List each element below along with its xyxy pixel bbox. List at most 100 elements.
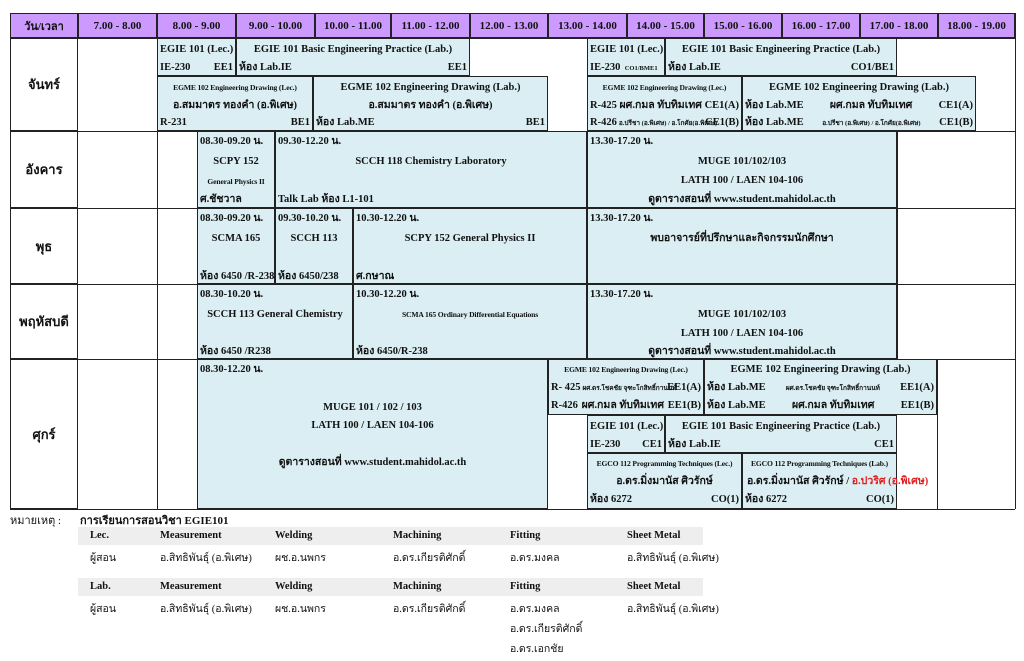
class-block-line: 08.30-09.20 น. [200,211,272,226]
class-text-l: IE-230 [160,62,191,73]
class-text-middle: ดูตารางสอนที่ www.student.mahidol.ac.th [200,455,545,470]
class-text-m: อ.ปรีชา (อ.พิเศษ) / อ.โกศัย(อ.พิเศษ) [618,119,718,127]
class-block-line: EGIE 101 (Lec.) [160,42,233,57]
class-text-l: EGIE 101 (Lec.) [590,44,664,55]
class-text-l: ห้อง 6272 [745,494,787,505]
class-text-middle: EGIE 101 Basic Engineering Practice (Lab… [668,419,894,434]
class-text-l: R-426 [590,117,617,128]
notes-kind: Lec. [90,530,109,541]
class-block-line: EGME 102 Engineering Drawing (Lec.) [160,80,310,95]
notes-teacher: อ.ดร.เกียรติศักดิ์ [393,553,466,564]
class-text-middle: อ.ปรีชา (อ.พิเศษ) / อ.โกศัย(อ.พิเศษ) [617,115,717,131]
class-text-middle: EGCO 112 Programming Techniques (Lec.) [590,456,739,471]
class-text-l: 10.30-12.20 น. [356,213,420,224]
class-text-r: CE1(B) [939,117,973,128]
notes-teacher: อ.ดร.มงคล [510,553,560,564]
class-text-l: ห้อง Lab.IE [668,439,721,450]
class-block-fri-egme-lab: EGME 102 Engineering Drawing (Lab.)ห้อง … [704,359,937,415]
class-block-line: ดูตารางสอนที่ www.student.mahidol.ac.th [590,344,894,359]
class-text-r: CE1(A) [938,100,973,111]
notes-title: การเรียนการสอนวิชา EGIE101 [80,515,229,527]
class-text-l: 10.30-12.20 น. [356,289,420,300]
class-text-c: EGME 102 Engineering Drawing (Lec.) [564,365,688,374]
class-text-c: SCCH 118 Chemistry Laboratory [355,156,507,167]
notes-teacher: อ.สิทธิพันธุ์ (อ.พิเศษ) [627,553,719,564]
class-text-l: IE-230 [590,439,621,450]
class-text-middle: อ.ดร.มิ่งมานัส ศิวรักษ์ / อ.ปวริศ (อ.พิเ… [745,474,928,489]
class-text-middle: อ.สมมาตร ทองคำ (อ.พิเศษ) [160,98,310,113]
class-block-line: EGCO 112 Programming Techniques (Lab.) [745,456,894,471]
class-block-line: พบอาจารย์ที่ปรึกษาและกิจกรรมนักศึกษา [590,231,894,246]
class-text-c: MUGE 101/102/103 [697,156,787,167]
notes-teacher: อ.ดร.เกียรติศักดิ์ [510,624,583,635]
notes-column-header: Sheet Metal [627,530,681,541]
class-text-middle: SCCH 113 General Chemistry [200,307,350,322]
notes-column-header: Measurement [160,581,222,592]
class-block-line: ห้อง 6450/R-238 [356,344,584,359]
class-text-l: 08.30-09.20 น. [200,136,264,147]
class-text-l: 09.30-10.20 น. [278,213,342,224]
class-text-c: EGME 102 Engineering Drawing (Lec.) [602,83,727,92]
class-block-wed-advisor: 13.30-17.20 น. พบอาจารย์ที่ปรึกษาและกิจกร… [587,208,897,284]
header-time-slot: 8.00 - 9.00 [157,13,236,38]
class-block-line: ห้อง 6450/238 [278,269,350,284]
day-label: พฤหัสบดี [10,284,78,359]
class-text-l: R-425 [590,100,617,111]
class-block-line: 13.30-17.20 น. [590,134,894,149]
class-text-middle: EGME 102 Engineering Drawing (Lab.) [745,80,973,95]
class-block-mon-egme-lec: EGME 102 Engineering Drawing (Lec.) อ.สมม… [157,76,313,131]
class-text-l: ห้อง 6450 /R238 [200,346,271,357]
class-block-line: 13.30-17.20 น. [590,211,894,226]
class-text-l: R-426 [551,400,578,411]
class-block-line: EGIE 101 (Lec.) [590,419,663,434]
class-block-line: 09.30-12.20 น. [278,134,584,149]
class-text-c: ผศ.กมล ทับทิมเทศ [619,100,702,111]
class-text-m: ผศ.ดร.โชคชัย จุฑะโกสิทธิ์กานนท์ [582,384,677,392]
class-block-wed-scpy: 10.30-12.20 น.SCPY 152 General Physics I… [353,208,587,284]
class-block-line: SCMA 165 [200,231,272,246]
class-block-line: SCCH 113 [278,231,350,246]
header-time-slot: 16.00 - 17.00 [782,13,860,38]
notes-column-header: Fitting [510,581,541,592]
class-text-c: EGCO 112 Programming Techniques (Lec.) [596,459,733,468]
class-block-fri-egco-lec: EGCO 112 Programming Techniques (Lec.) อ.… [587,453,742,509]
notes-kind: Lab. [90,581,111,592]
header-time-slot: 7.00 - 8.00 [78,13,157,38]
class-text-c: EGME 102 Engineering Drawing (Lec.) [173,83,297,92]
class-text-c: EGME 102 Engineering Drawing (Lab.) [340,82,521,93]
class-text-middle: อ.ปรีชา (อ.พิเศษ) / อ.โกศัย(อ.พิเศษ) [804,115,940,131]
notes-header-band [78,527,703,545]
class-text-middle: ผศ.กมล ทับทิมเทศ [766,398,901,413]
notes-teacher: อ.ดร.เกียรติศักดิ์ [393,604,466,615]
class-block-mon-egme-lec-pm: EGME 102 Engineering Drawing (Lec.) R-425… [587,76,742,131]
class-text-l: ศ.ชัชวาล [200,194,242,205]
notes-row-label: ผู้สอน [90,604,117,615]
class-text-c: EGME 102 Engineering Drawing (Lab.) [769,82,949,93]
class-text-r: CE1 [874,439,894,450]
class-text-middle: MUGE 101 / 102 / 103 [200,400,545,415]
notes-teacher: ผช.อ.นพกร [275,604,326,615]
class-text-middle: ดูตารางสอนที่ www.student.mahidol.ac.th [590,344,894,359]
notes-column-header: Machining [393,530,442,541]
day-label: จันทร์ [10,38,78,131]
class-block-thu-scch: 08.30-10.20 น.SCCH 113 General Chemistry… [197,284,353,359]
class-text-l: IE-230 [590,62,621,73]
class-text-middle: EGIE 101 Basic Engineering Practice (Lab… [239,42,467,57]
class-text-middle: อ.สมมาตร ทองคำ (อ.พิเศษ) [316,98,545,113]
class-block-line: อ.ดร.มิ่งมานัส ศิวรักษ์ [590,474,739,489]
class-text-special-teacher: อ.ปวริศ (อ.พิเศษ) [851,476,929,487]
class-text-l: 08.30-12.20 น. [200,364,264,375]
class-block-mon-egme-lab-pm: EGME 102 Engineering Drawing (Lab.) ห้อง … [742,76,976,131]
class-text-r: CE1 [642,439,662,450]
header-time-slot: 11.00 - 12.00 [391,13,470,38]
class-text-middle: CO1/BME1 [620,60,662,76]
class-block-line: LATH 100 / LAEN 104-106 [590,326,894,341]
